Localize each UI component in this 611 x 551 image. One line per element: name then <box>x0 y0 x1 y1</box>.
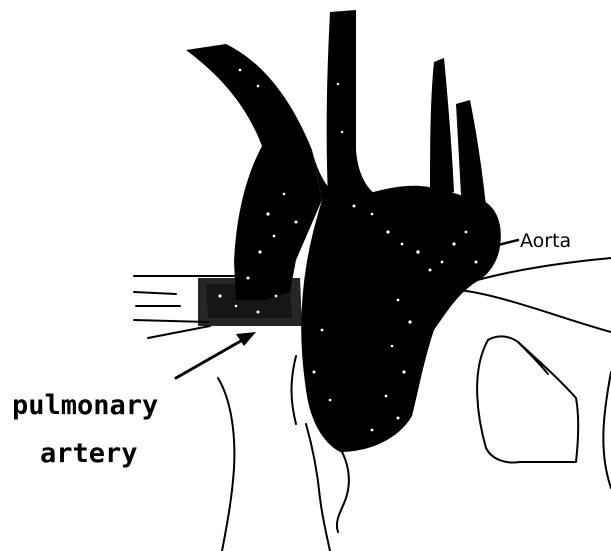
aorta-label: Aorta <box>520 230 571 252</box>
left-branch-vessel <box>186 44 322 300</box>
pulmonary-arrow-line <box>176 338 246 378</box>
pulmonary-artery-label-group: pulmonary artery <box>12 332 256 469</box>
right-branch-vessel-1 <box>430 58 454 200</box>
central-trunk-vessel <box>327 10 378 214</box>
pulmonary-arrow-head <box>236 332 256 346</box>
aorta-and-branches <box>186 10 501 452</box>
pulmonary-label-line1: pulmonary <box>12 390 158 421</box>
pulmonary-label-line2: artery <box>40 438 138 469</box>
aorta-label-group: Aorta <box>494 230 571 252</box>
